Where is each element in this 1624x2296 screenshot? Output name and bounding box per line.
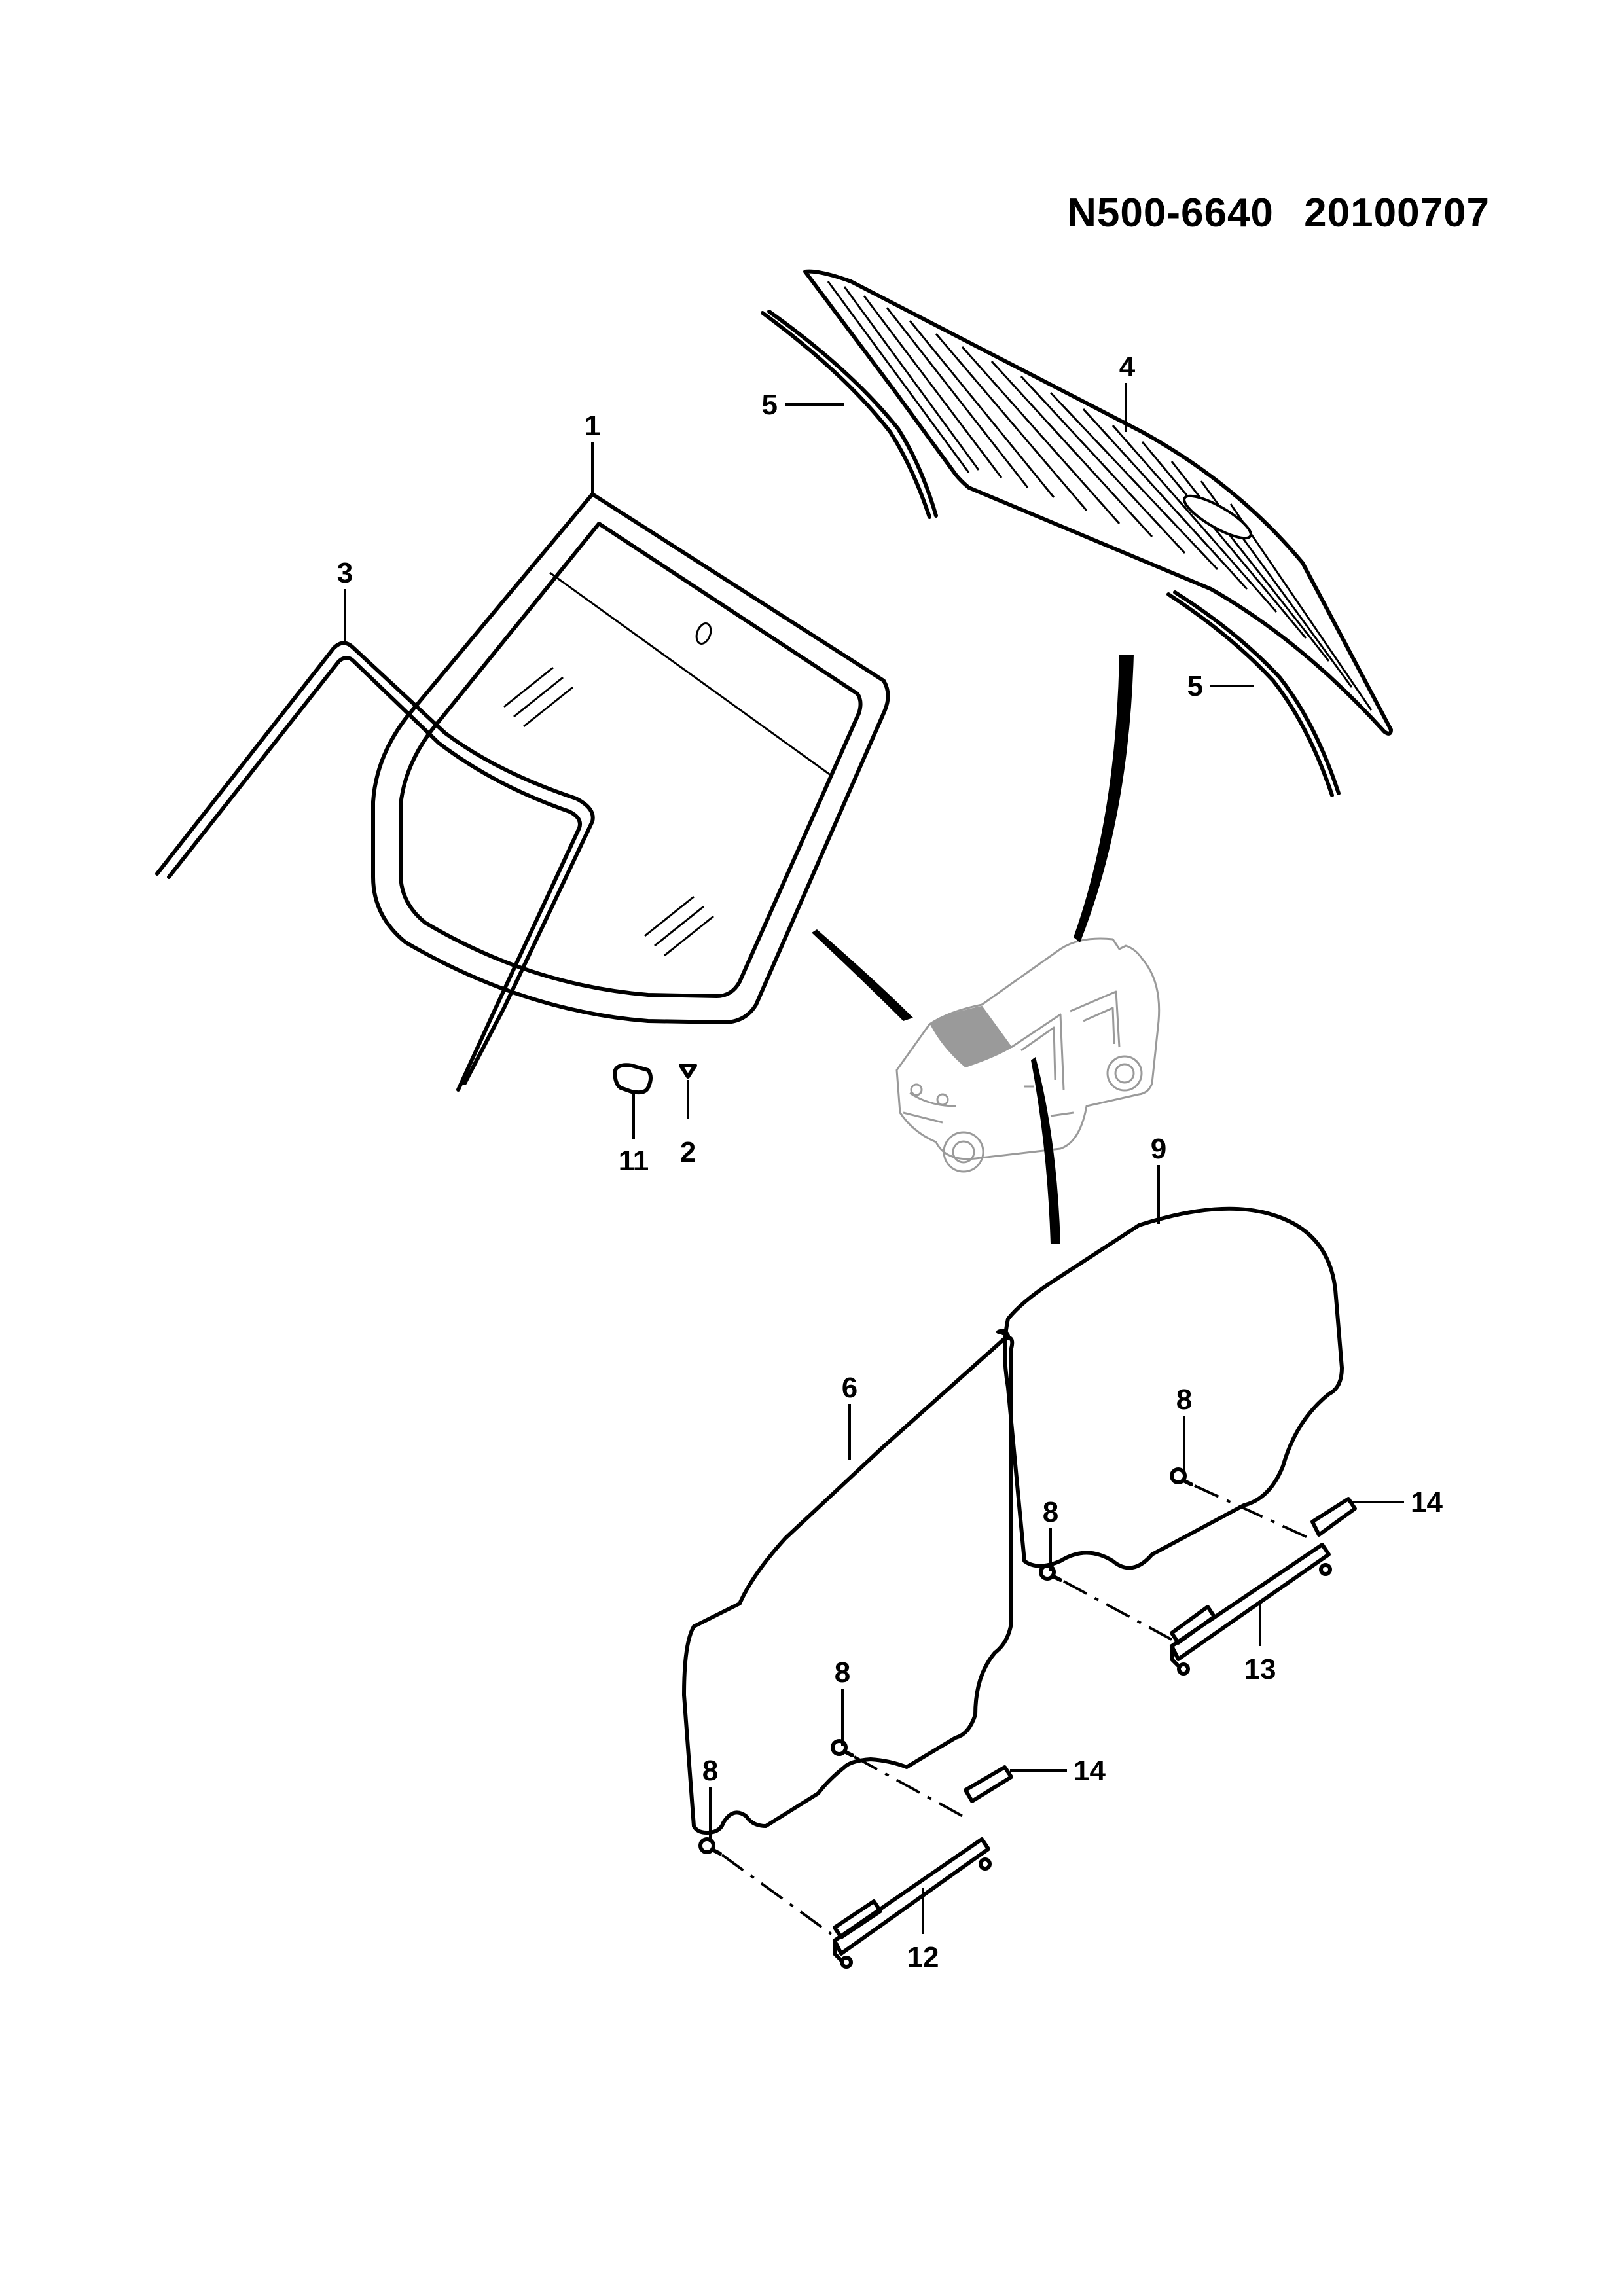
callout-5-right: 5 [1187, 670, 1203, 702]
alignment-line-rear-upper [1194, 1484, 1310, 1539]
alignment-line-front-upper [854, 1755, 969, 1821]
callout-3: 3 [337, 557, 353, 589]
callout-8-rear-upper: 8 [1176, 1384, 1192, 1416]
back-window-moulding-left [761, 310, 938, 519]
callout-8-front-upper: 8 [835, 1657, 850, 1689]
callout-8-rear-lower: 8 [1043, 1496, 1058, 1528]
pointer-windshield [812, 929, 913, 1021]
back-window-moulding-right [1166, 590, 1341, 797]
mirror-base-pad [613, 1063, 653, 1095]
rear-door-glass-channel [1170, 1497, 1357, 1676]
car-reference-illustration [895, 937, 1161, 1173]
callout-6: 6 [842, 1372, 857, 1404]
pointer-doors [1031, 1057, 1060, 1244]
callout-8-front-lower: 8 [702, 1755, 718, 1787]
callout-14-rear: 14 [1411, 1486, 1443, 1518]
part-code: N500-6640 [1067, 190, 1274, 236]
clip-fastener [679, 1064, 697, 1079]
bolt-front-lower [698, 1837, 722, 1856]
bolt-front-upper [831, 1739, 854, 1757]
back-window-glass [803, 269, 1393, 736]
pointer-back-window [1074, 655, 1134, 942]
alignment-line-front-lower [721, 1854, 833, 1935]
windshield-glass [371, 492, 890, 1024]
revision-date: 20100707 [1304, 190, 1490, 236]
front-door-glass-channel [833, 1765, 1013, 1969]
callout-9: 9 [1151, 1133, 1166, 1165]
callout-12: 12 [907, 1941, 939, 1973]
alignment-line-rear-lower [1063, 1580, 1172, 1641]
callout-13: 13 [1244, 1653, 1276, 1685]
diagram-code-header: N500-6640 20100707 [1067, 190, 1490, 236]
callout-5-left: 5 [762, 389, 778, 421]
callout-14-front: 14 [1074, 1755, 1106, 1787]
bolt-rear-upper [1170, 1467, 1193, 1486]
callout-4: 4 [1119, 351, 1136, 383]
leader-lines [344, 383, 1404, 1934]
front-door-glass [682, 1329, 1015, 1835]
callout-1: 1 [585, 410, 600, 442]
rear-door-glass [1003, 1206, 1344, 1570]
bolt-rear-lower [1039, 1564, 1062, 1582]
callout-11: 11 [619, 1145, 649, 1177]
callout-2: 2 [680, 1136, 696, 1168]
